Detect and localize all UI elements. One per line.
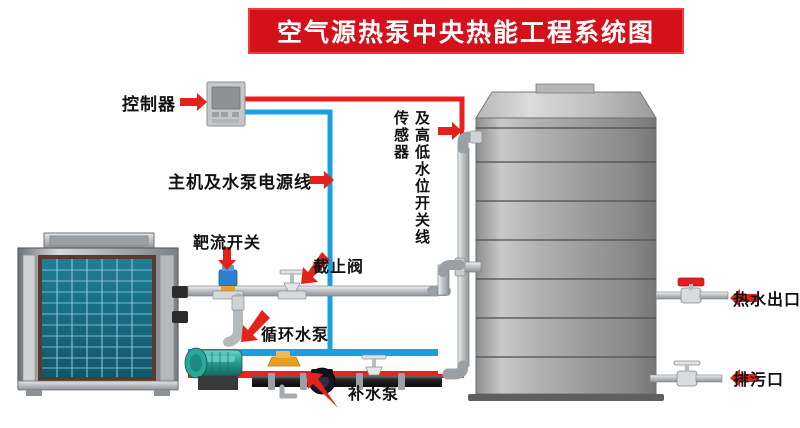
stop-valve <box>277 269 307 300</box>
label-flow-switch: 靶流开关 <box>193 235 262 252</box>
insulated-water-storage-tank <box>468 83 664 401</box>
label-drain-outlet: 排污口 <box>733 372 785 389</box>
upper-supply-pipe <box>187 260 465 297</box>
arrow-power-line <box>310 171 334 189</box>
label-makeup-pump: 补水泵 <box>348 386 400 403</box>
arrow-makeup-pump <box>306 372 338 408</box>
arrow-sensor <box>438 122 462 140</box>
label-hot-water-outlet: 热水出口 <box>733 292 800 309</box>
label-power-line: 主机及水泵电源线 <box>168 173 312 192</box>
label-level-switch-line: 及高低水位开关线 <box>413 110 430 246</box>
arrow-flow-switch <box>218 247 236 270</box>
label-stop-valve: 截止阀 <box>313 259 365 276</box>
gate-valve-makeup-line <box>361 354 387 376</box>
arrow-controller <box>180 93 207 111</box>
tank-riser-pipe <box>442 130 484 380</box>
page-title: 空气源热泵中央热能工程系统图 <box>276 18 655 47</box>
check-valve <box>267 351 301 367</box>
arrow-drain-outlet <box>730 369 757 387</box>
wall-mounted-controller <box>206 81 246 127</box>
arrow-stop-valve <box>301 252 330 284</box>
hot-water-outlet-valve <box>655 277 729 304</box>
label-circulation-pump: 循环水泵 <box>261 327 330 344</box>
heat-pump-water-ports <box>172 286 188 323</box>
annotation-arrows <box>180 93 757 408</box>
arrow-circulation-pump <box>241 310 270 342</box>
air-source-heat-pump-unit <box>17 232 188 396</box>
cold-water-pipe <box>188 349 438 356</box>
label-sensor: 传感器 <box>392 110 409 161</box>
diagram-title-banner: 空气源热泵中央热能工程系统图 <box>248 8 684 54</box>
label-controller: 控制器 <box>122 95 176 114</box>
makeup-water-pipe <box>252 373 442 399</box>
drain-outlet-valve <box>649 360 723 387</box>
circulation-pump <box>184 293 245 390</box>
arrow-hot-water-outlet <box>730 289 757 307</box>
